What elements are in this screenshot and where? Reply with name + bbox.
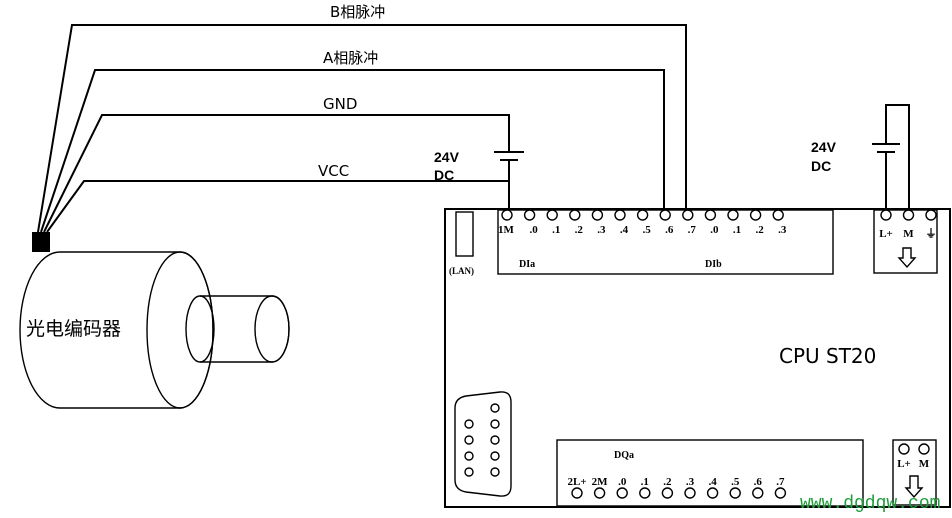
gnd-label: GND bbox=[323, 95, 357, 113]
terminal-screw bbox=[593, 487, 606, 499]
terminal-label: .0 bbox=[710, 224, 719, 236]
terminal-label: .2 bbox=[663, 476, 672, 488]
supply-right-type: DC bbox=[811, 158, 831, 174]
supply-right-voltage: 24V bbox=[811, 139, 837, 155]
plc-housing bbox=[444, 208, 951, 508]
b-phase-wire bbox=[37, 24, 687, 233]
watermark: www.dgdqw.com bbox=[800, 494, 940, 514]
terminal-label: 1M bbox=[498, 224, 515, 236]
power-in-arrow-icon bbox=[897, 247, 917, 269]
terminal-label: 2L+ bbox=[567, 476, 586, 488]
terminal-label: .3 bbox=[686, 476, 695, 488]
terminal-screw bbox=[659, 209, 671, 221]
dq-terminal-block bbox=[556, 439, 864, 507]
supply-left-voltage: 24V bbox=[434, 149, 460, 165]
encoder-label: 光电编码器 bbox=[26, 318, 121, 340]
terminal-label: 2M bbox=[592, 476, 609, 488]
power-out-arrow-icon bbox=[904, 475, 924, 499]
dib-group-label: DIb bbox=[705, 259, 722, 270]
terminal-label: .2 bbox=[755, 224, 764, 236]
vcc-wire bbox=[46, 180, 509, 233]
optical-encoder: 光电编码器 bbox=[19, 232, 290, 409]
terminal-screw bbox=[682, 209, 694, 221]
encoder-connector bbox=[32, 232, 50, 252]
terminal-label: .1 bbox=[641, 476, 649, 488]
terminal-screw bbox=[636, 209, 649, 221]
terminal-screw bbox=[501, 209, 513, 221]
supply-left: 24V DC bbox=[434, 149, 524, 183]
lan-label: (LAN) bbox=[449, 266, 474, 276]
supply-right: 24V DC bbox=[811, 104, 910, 210]
terminal-label: L+ bbox=[879, 228, 893, 240]
dq-terminals: 2L+ 2M .0 .1 .2 .3 .4 .5 .6 .7 bbox=[567, 476, 787, 499]
terminal-screw bbox=[925, 209, 937, 221]
terminal-label: .3 bbox=[597, 224, 606, 236]
terminal-screw bbox=[616, 487, 628, 499]
terminal-screw bbox=[898, 443, 910, 455]
terminal-label: .6 bbox=[665, 224, 674, 236]
gnd-wire bbox=[43, 114, 510, 233]
b-phase-label: B相脉冲 bbox=[330, 3, 385, 21]
terminal-label: L+ bbox=[897, 458, 911, 470]
terminal-screw bbox=[749, 209, 762, 221]
terminal-screw bbox=[569, 209, 581, 221]
power-output-terminals: L+ M bbox=[897, 443, 930, 470]
terminal-label: .4 bbox=[708, 476, 717, 488]
terminal-screw bbox=[902, 209, 915, 221]
terminal-screw bbox=[704, 209, 717, 221]
terminal-label: .2 bbox=[575, 224, 584, 236]
terminal-screw bbox=[727, 209, 739, 221]
terminal-label: M bbox=[903, 228, 914, 240]
terminal-screw bbox=[918, 443, 930, 455]
supply-left-type: DC bbox=[434, 167, 454, 183]
power-input-terminals: L+ M ⏚ bbox=[879, 209, 937, 240]
signal-wires: B相脉冲 A相脉冲 GND VCC bbox=[37, 3, 687, 233]
terminal-screw bbox=[571, 487, 583, 499]
terminal-screw bbox=[546, 209, 558, 221]
terminal-screw bbox=[661, 487, 674, 499]
terminal-screw bbox=[772, 209, 784, 221]
plc-cpu: (LAN) 1M .0 .1 .2 .3 .4 .5 .6 .7 .0 .1 .2 .3 DIa DIb… bbox=[444, 208, 951, 508]
power-input-block bbox=[873, 209, 938, 274]
terminal-label: .5 bbox=[731, 476, 740, 488]
dia-group-label: DIa bbox=[519, 259, 535, 270]
terminal-screw bbox=[752, 487, 764, 499]
vcc-label: VCC bbox=[318, 162, 349, 180]
terminal-label: .3 bbox=[778, 224, 787, 236]
terminal-label: .0 bbox=[529, 224, 538, 236]
terminal-label: ⏚ bbox=[926, 227, 937, 240]
terminal-label: .1 bbox=[552, 224, 560, 236]
terminal-screw bbox=[614, 209, 626, 221]
terminal-label: .7 bbox=[688, 224, 697, 236]
terminal-label: .6 bbox=[754, 476, 763, 488]
terminal-screw bbox=[880, 209, 892, 221]
terminal-label: .0 bbox=[618, 476, 627, 488]
terminal-label: .4 bbox=[620, 224, 629, 236]
plc-model-label: CPU ST20 bbox=[779, 344, 876, 368]
serial-port bbox=[454, 391, 512, 497]
terminal-screw bbox=[591, 209, 604, 221]
terminal-screw bbox=[523, 209, 536, 221]
terminal-screw bbox=[774, 487, 787, 499]
a-phase-label: A相脉冲 bbox=[323, 49, 378, 67]
terminal-label: .7 bbox=[776, 476, 785, 488]
supply-right-m-wire bbox=[885, 104, 910, 210]
terminal-label: .5 bbox=[642, 224, 651, 236]
terminal-label: .1 bbox=[733, 224, 741, 236]
terminal-screw bbox=[639, 487, 651, 499]
a-phase-wire bbox=[40, 69, 665, 233]
di-terminals: 1M .0 .1 .2 .3 .4 .5 .6 .7 .0 .1 .2 .3 bbox=[498, 209, 787, 236]
terminal-label: M bbox=[919, 458, 930, 470]
terminal-screw bbox=[684, 487, 696, 499]
dqa-group-label: DQa bbox=[614, 450, 634, 461]
terminal-screw bbox=[729, 487, 741, 499]
power-output-block bbox=[892, 439, 937, 506]
lan-port bbox=[455, 211, 474, 257]
terminal-screw bbox=[706, 487, 719, 499]
